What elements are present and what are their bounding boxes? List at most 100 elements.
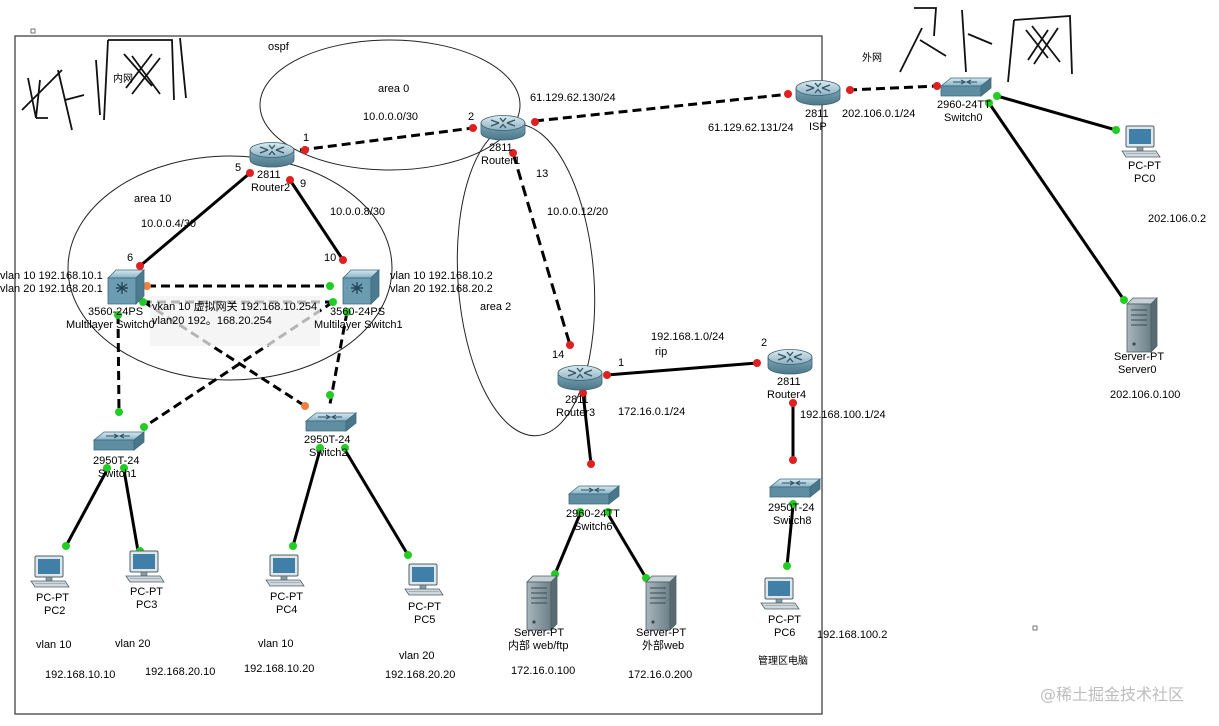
pc0[interactable] bbox=[1121, 125, 1161, 158]
virtual-gateway-vlan10: vkan 10 虚拟网关 192.168.10.254 bbox=[152, 299, 317, 313]
switch1-model: 2950T-24 bbox=[93, 455, 139, 467]
pc0-model: PC-PT bbox=[1128, 160, 1161, 172]
link-switch8-pc6[interactable] bbox=[785, 505, 795, 567]
router2[interactable] bbox=[249, 141, 295, 168]
router4-name: Router4 bbox=[767, 389, 806, 401]
outer-small-label: 外网 bbox=[862, 52, 882, 64]
net-r1-r3: 10.0.0.12/20 bbox=[547, 206, 608, 218]
pc6[interactable] bbox=[760, 577, 800, 610]
pc3-vlan: vlan 20 bbox=[115, 638, 150, 650]
pc4-ip: 192.168.10.20 bbox=[244, 663, 314, 675]
mls0-model: 3560-24PS bbox=[88, 306, 143, 318]
link-isp-switch0[interactable] bbox=[847, 84, 938, 92]
pc5-name: PC5 bbox=[414, 614, 435, 626]
switch8-model: 2950T-24 bbox=[768, 502, 814, 514]
area10-label: area 10 bbox=[134, 193, 171, 205]
pc2-name: PC2 bbox=[44, 605, 65, 617]
isp-out-ip: 202.106.0.1/24 bbox=[842, 108, 915, 120]
server-inner-web-ftp[interactable] bbox=[526, 575, 558, 631]
pc4-name: PC4 bbox=[276, 604, 297, 616]
link-switch1-pc2[interactable] bbox=[64, 469, 109, 547]
mls1-vlan20-ip: vlan 20 192.168.20.2 bbox=[390, 283, 493, 295]
router2-model: 2811 bbox=[257, 169, 281, 181]
server-icon bbox=[645, 575, 677, 631]
isp-in-ip: 61.129.62.131/24 bbox=[708, 122, 794, 134]
labels-layer: ospf area 0 area 10 area 2 内网 外网 rip 10.… bbox=[0, 41, 1206, 681]
rip-label: rip bbox=[655, 346, 667, 358]
router1[interactable] bbox=[480, 114, 526, 141]
link-r3-r4[interactable] bbox=[606, 361, 758, 377]
pc5-model: PC-PT bbox=[408, 601, 441, 613]
router3[interactable] bbox=[557, 364, 603, 391]
link-mls1-switch1[interactable] bbox=[143, 300, 334, 429]
pc2[interactable] bbox=[30, 555, 70, 588]
switch6[interactable] bbox=[568, 485, 620, 505]
switch8[interactable] bbox=[769, 478, 821, 498]
link-switch0-server0[interactable] bbox=[987, 102, 1126, 301]
link-switch1-pc3[interactable] bbox=[122, 469, 140, 552]
link-r1-isp[interactable] bbox=[534, 92, 791, 123]
pc5-vlan: vlan 20 bbox=[399, 650, 434, 662]
router-icon bbox=[480, 114, 526, 141]
pc-icon bbox=[125, 550, 165, 583]
srv-inner-name: 内部 web/ftp bbox=[508, 638, 569, 652]
router1-model: 2811 bbox=[489, 142, 513, 154]
srv-outer-model: Server-PT bbox=[636, 627, 686, 639]
server0[interactable] bbox=[1126, 297, 1158, 353]
switch-icon bbox=[305, 412, 357, 432]
pc-icon bbox=[30, 555, 70, 588]
router3-name: Router3 bbox=[556, 407, 595, 419]
link-r3-switch6[interactable] bbox=[581, 392, 593, 465]
multilayer-switch-icon bbox=[107, 269, 145, 305]
srv-inner-ip: 172.16.0.100 bbox=[511, 665, 575, 677]
switch2[interactable] bbox=[305, 412, 357, 432]
pc3[interactable] bbox=[125, 550, 165, 583]
pc0-ip: 202.106.0.2 bbox=[1148, 213, 1206, 225]
pc4[interactable] bbox=[265, 554, 305, 587]
link-switch2-pc4[interactable] bbox=[291, 449, 322, 547]
net-r2-r1: 10.0.0.0/30 bbox=[363, 111, 418, 123]
link-r2-mls1[interactable] bbox=[288, 179, 345, 261]
server0-model: Server-PT bbox=[1114, 351, 1164, 363]
mls0-name: Multilayer Switch0 bbox=[66, 319, 155, 331]
pc2-model: PC-PT bbox=[36, 592, 69, 604]
pc-icon bbox=[265, 554, 305, 587]
corner-mark-right bbox=[1032, 625, 1038, 631]
switch1[interactable] bbox=[93, 431, 145, 451]
multilayer-switch0[interactable] bbox=[107, 269, 145, 305]
virtual-gateway-vlan20: vlan20 192。168.20.254 bbox=[152, 315, 272, 327]
link-mls0-switch1[interactable] bbox=[116, 314, 121, 413]
switch8-name: Switch8 bbox=[773, 515, 812, 527]
pc3-model: PC-PT bbox=[130, 586, 163, 598]
switch0[interactable] bbox=[940, 77, 992, 97]
pc5[interactable] bbox=[404, 563, 444, 596]
link-switch2-pc5[interactable] bbox=[343, 449, 410, 556]
pc6-note: 管理区电脑 bbox=[758, 654, 808, 667]
pc6-ip: 192.168.100.2 bbox=[817, 629, 887, 641]
srv-outer-name: 外部web bbox=[642, 638, 684, 652]
link-mls1-switch2[interactable] bbox=[328, 311, 349, 405]
mls1-name: Multilayer Switch1 bbox=[314, 319, 403, 331]
link-r2-r1[interactable] bbox=[299, 126, 474, 152]
virtual-gateway-box bbox=[150, 296, 320, 346]
mls0-vlan20-ip: vlan 20 192.168.20.1 bbox=[0, 283, 103, 295]
link-r2-mls0[interactable] bbox=[139, 171, 251, 268]
switch2-model: 2950T-24 bbox=[304, 434, 350, 446]
link-r1-r3[interactable] bbox=[511, 152, 572, 346]
link-switch6-srvouter[interactable] bbox=[606, 513, 648, 579]
switch-icon bbox=[769, 478, 821, 498]
switch-icon bbox=[568, 485, 620, 505]
isp-name: ISP bbox=[809, 121, 827, 133]
multilayer-switch-icon bbox=[342, 269, 380, 305]
link-switch0-pc0[interactable] bbox=[996, 94, 1117, 132]
router4[interactable] bbox=[767, 348, 813, 375]
server-outer-web[interactable] bbox=[645, 575, 677, 631]
area2-label: area 2 bbox=[480, 301, 511, 313]
mls1-vlan10-ip: vlan 10 192.168.10.2 bbox=[390, 270, 493, 282]
router-icon bbox=[249, 141, 295, 168]
port-indicators bbox=[62, 82, 1128, 582]
link-switch6-srvinner[interactable] bbox=[553, 513, 582, 575]
isp-router[interactable] bbox=[795, 79, 841, 106]
multilayer-switch1[interactable] bbox=[342, 269, 380, 305]
